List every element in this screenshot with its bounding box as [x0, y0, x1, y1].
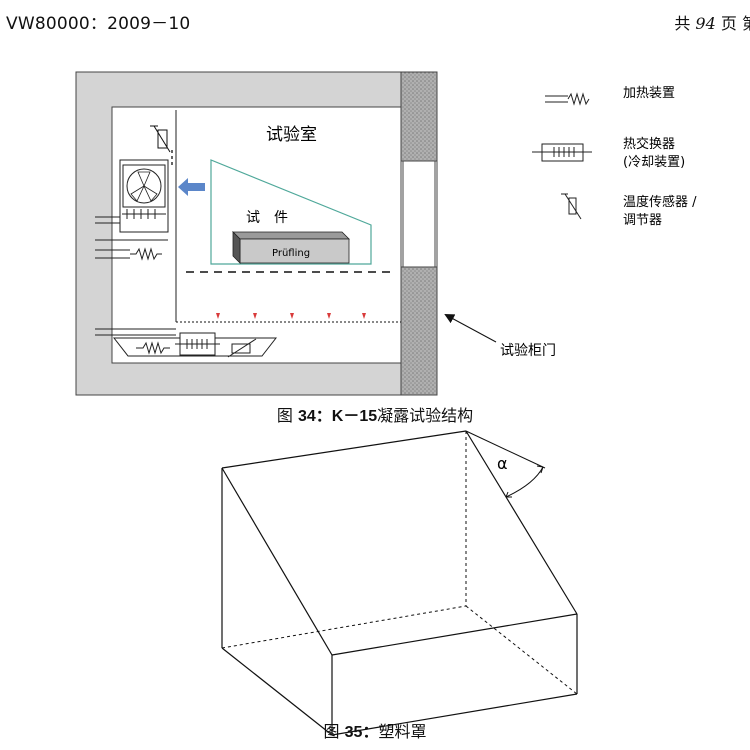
- temperature-sensor-icon: [150, 125, 171, 153]
- document-id: VW80000：2009－10: [6, 14, 191, 34]
- legend-temperature-sensor: 温度传感器 / 调节器: [561, 193, 697, 228]
- svg-text:热交换器: 热交换器: [623, 136, 675, 152]
- svg-text:温度传感器 /: 温度传感器 /: [623, 194, 697, 210]
- figure-34-caption: 图 34：K－15凝露试验结构: [276, 406, 474, 425]
- condensation-markers: [216, 313, 366, 319]
- heater-icon: [136, 341, 170, 355]
- door-lower: [400, 266, 438, 396]
- door-label: 试验柜门: [500, 343, 556, 359]
- specimen-label: 试 件: [246, 210, 288, 226]
- figure-35-caption: 图 35：塑料罩: [323, 722, 427, 741]
- chamber-label: 试验室: [266, 125, 317, 145]
- specimen-tag: Prüfling: [272, 248, 310, 259]
- figure-35-diagram: [221, 430, 578, 736]
- temperature-sensor-icon: [227, 338, 257, 358]
- svg-text:加热装置: 加热装置: [623, 86, 675, 101]
- legend-heater: 加热装置: [545, 86, 675, 106]
- door-window: [400, 160, 438, 268]
- airflow-arrow-icon: [178, 178, 205, 196]
- fan-icon: [119, 159, 169, 233]
- plastic-cover-outline: [210, 159, 372, 265]
- page-count: 共 94 页 第: [674, 14, 750, 33]
- door-pointer: [444, 314, 497, 343]
- angle-label: α: [497, 454, 508, 473]
- specimen-block: Prüfling: [232, 231, 350, 264]
- heater-icon: [130, 247, 162, 261]
- legend-heat-exchanger: 热交换器 (冷却装置): [532, 136, 685, 170]
- door-upper: [400, 71, 438, 162]
- heater-icon: [567, 92, 590, 106]
- svg-text:调节器: 调节器: [623, 213, 662, 228]
- heat-exchanger-icon: [175, 332, 220, 356]
- svg-text:(冷却装置): (冷却装置): [623, 155, 685, 170]
